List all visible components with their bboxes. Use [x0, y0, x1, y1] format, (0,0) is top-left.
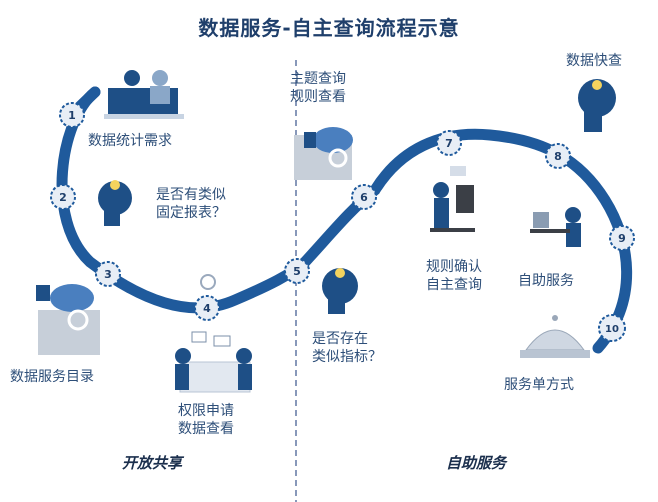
desk-worker-icon	[530, 207, 581, 247]
step-number: 5	[293, 265, 301, 278]
step-number: 6	[360, 191, 368, 204]
step-node-10: 10	[598, 314, 626, 342]
discussion-icon	[175, 274, 252, 393]
phase-label-left: 开放共享	[122, 454, 183, 472]
flow-path	[56, 86, 633, 354]
step-number: 7	[445, 137, 453, 150]
step-number: 1	[68, 109, 76, 122]
step-node-8: 8	[545, 143, 571, 169]
step-node-1: 1	[59, 102, 85, 128]
step-number: 9	[618, 232, 626, 245]
step-node-3: 3	[95, 261, 121, 287]
step-node-9: 9	[609, 225, 635, 251]
step-label-8: 数据快查	[566, 53, 622, 69]
step-label-7: 规则确认 自主查询	[426, 259, 482, 293]
step-label-9: 自助服务	[518, 273, 574, 289]
cloud-search-icon	[36, 284, 100, 355]
step-node-2: 2	[50, 184, 76, 210]
thinking-head-icon	[578, 79, 616, 132]
step-label-5: 是否存在 类似指标？	[312, 331, 382, 365]
step-node-7: 7	[436, 130, 462, 156]
diagram-title: 数据服务-自主查询流程示意	[198, 16, 460, 40]
step-number: 2	[59, 191, 67, 204]
step-number: 4	[203, 302, 211, 315]
desk-worker-icon	[430, 166, 475, 232]
cloud-search-icon	[294, 127, 353, 180]
phase-label-right: 自助服务	[446, 454, 507, 472]
thinking-head-icon	[98, 180, 132, 226]
step-label-2: 是否有类似 固定报表？	[156, 187, 226, 221]
thinking-head-icon	[322, 268, 358, 314]
step-label-3: 数据服务目录	[10, 369, 94, 385]
step-label-10: 服务单方式	[504, 377, 574, 393]
meeting-icon	[104, 70, 184, 119]
step-number: 3	[104, 268, 112, 281]
step-node-6: 6	[351, 184, 377, 210]
step-number: 10	[605, 324, 619, 335]
step-node-4: 4	[194, 295, 220, 321]
step-node-5: 5	[284, 258, 310, 284]
step-label-1: 数据统计需求	[88, 133, 172, 149]
step-label-4: 权限申请 数据查看	[178, 403, 234, 437]
step-number: 8	[554, 150, 562, 163]
step-label-6: 主题查询 规则查看	[290, 71, 346, 105]
service-bell-icon	[520, 315, 590, 358]
